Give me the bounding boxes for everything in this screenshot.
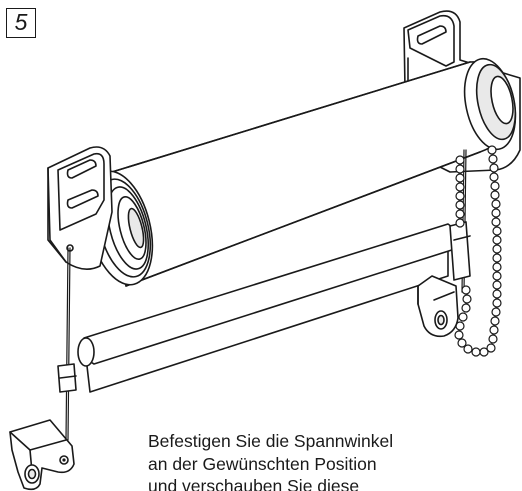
caption-line: an der Gewünschten Position [148, 453, 377, 474]
caption-line: und verschauben Sie diese [148, 476, 360, 491]
instruction-caption: Befestigen Sie die Spannwinkel an der Ge… [148, 430, 508, 491]
left-guide-wire [57, 247, 77, 441]
caption-line: Befestigen Sie die Spannwinkel [148, 431, 394, 451]
left-tension-bracket [9, 419, 75, 491]
bead-chain [454, 145, 502, 357]
step-number-box: 5 [6, 8, 36, 38]
chain-connector [449, 221, 471, 281]
left-mounting-bracket [47, 146, 113, 270]
roller-tube [86, 57, 517, 287]
right-tension-bracket [417, 275, 459, 338]
